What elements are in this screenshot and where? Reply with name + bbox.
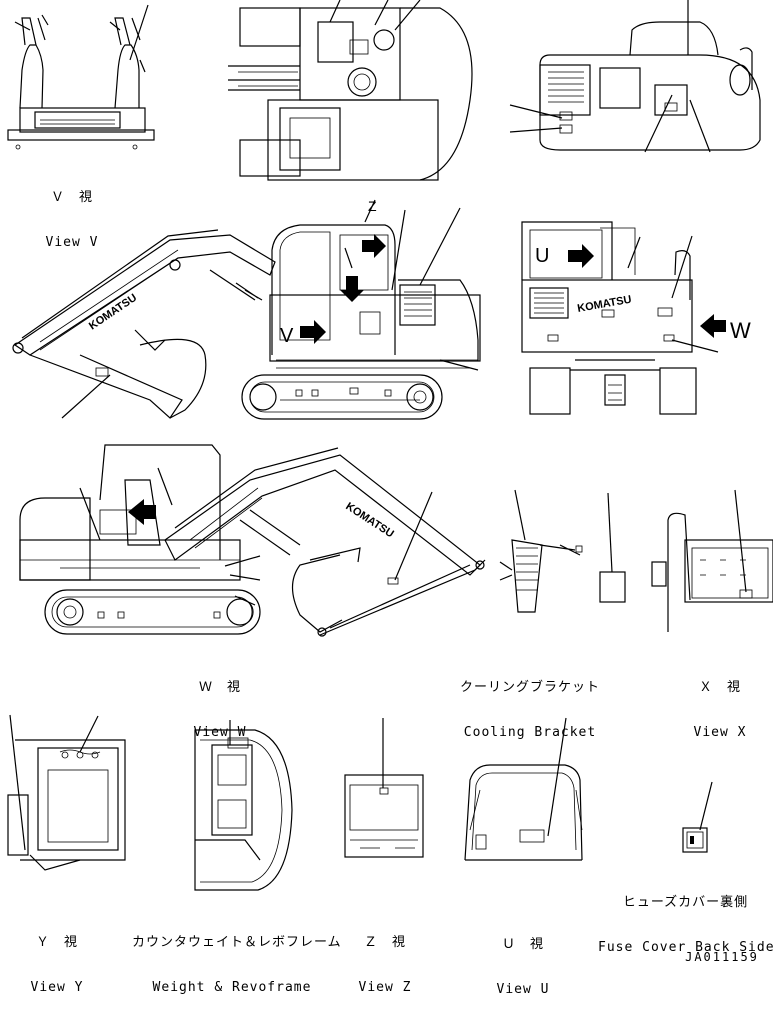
fuse-cover-drawing — [682, 781, 713, 853]
view-x-drawing — [651, 489, 773, 632]
caption-cooling-bracket-en: Cooling Bracket — [463, 725, 597, 740]
marker-z: Z — [368, 198, 377, 214]
caption-view-y-jp: Ｙ 視 — [35, 935, 78, 950]
caption-view-u: Ｕ 視 View U — [488, 907, 558, 1012]
caption-view-u-en: View U — [496, 982, 550, 997]
caption-fuse-cover-en: Fuse Cover Back Side — [598, 940, 773, 955]
caption-view-y-en: View Y — [30, 980, 84, 995]
caption-view-w: Ｗ 視 View W — [180, 650, 260, 755]
view-u-drawing — [464, 717, 583, 861]
caption-view-v: Ｖ 視 View V — [42, 160, 102, 265]
parts-diagram: Z U V W KOMATSU KOMATSU KOMATSU — [7, 0, 773, 891]
caption-weight-revoframe: カウンタウェイト＆レボフレーム Weight & Revoframe — [132, 905, 342, 1010]
drawing-number: JA011159 — [685, 950, 759, 964]
view-y-drawing — [7, 714, 126, 871]
cooling-bracket-drawing — [499, 489, 583, 613]
view-v-drawing — [7, 4, 155, 150]
caption-cooling-bracket: クーリングブラケット Cooling Bracket — [455, 650, 605, 755]
marker-w: W — [730, 318, 751, 343]
view-z-drawing — [344, 718, 424, 858]
caption-view-u-jp: Ｕ 視 — [501, 937, 544, 952]
caption-fuse-cover-jp: ヒューズカバー裏側 — [622, 895, 749, 910]
side-left-drawing — [12, 199, 481, 420]
weight-revoframe-drawing — [194, 720, 293, 891]
caption-view-x: Ｘ 視 View X — [680, 650, 760, 755]
caption-view-x-jp: Ｘ 視 — [698, 680, 741, 695]
marker-u: U — [535, 245, 549, 267]
caption-view-w-jp: Ｗ 視 — [198, 680, 241, 695]
caption-weight-revoframe-en: Weight & Revoframe — [152, 980, 312, 995]
caption-view-z-en: View Z — [358, 980, 412, 995]
caption-weight-revoframe-jp: カウンタウェイト＆レボフレーム — [132, 935, 342, 950]
caption-fuse-cover: ヒューズカバー裏側 Fuse Cover Back Side — [598, 865, 773, 970]
caption-cooling-bracket-jp: クーリングブラケット — [459, 680, 600, 695]
brand-logo-side: KOMATSU — [343, 500, 396, 540]
caption-view-x-en: View X — [693, 725, 747, 740]
caption-view-y: Ｙ 視 View Y — [22, 905, 92, 1010]
caption-view-v-jp: Ｖ 視 — [50, 190, 93, 205]
label-plate-drawing — [599, 492, 626, 603]
caption-view-z-jp: Ｚ 視 — [363, 935, 406, 950]
caption-view-w-en: View W — [193, 725, 247, 740]
rear-view-drawing — [521, 221, 726, 415]
rear-upper-drawing — [509, 0, 761, 153]
brand-logo-rear: KOMATSU — [576, 294, 632, 315]
caption-view-z: Ｚ 視 View Z — [350, 905, 420, 1010]
top-plan-drawing — [228, 0, 473, 181]
caption-view-v-en: View V — [45, 235, 99, 250]
marker-v: V — [280, 325, 294, 347]
view-w-drawing — [19, 444, 486, 637]
